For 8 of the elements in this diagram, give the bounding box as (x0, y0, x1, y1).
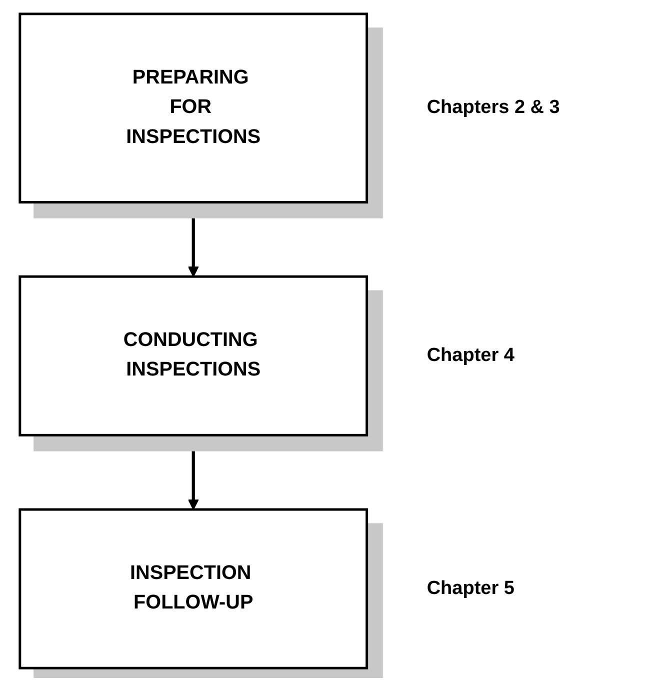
process-box: INSPECTION FOLLOW-UP (18, 508, 368, 670)
arrow (188, 202, 199, 278)
process-box: PREPARING FOR INSPECTIONS (18, 12, 368, 204)
process-box: CONDUCTING INSPECTIONS (18, 275, 368, 436)
chapter-label: Chapter 4 (426, 344, 514, 367)
chapter-label: Chapter 5 (426, 578, 514, 600)
arrow (188, 435, 199, 510)
chapter-label: Chapters 2 & 3 (426, 97, 560, 120)
